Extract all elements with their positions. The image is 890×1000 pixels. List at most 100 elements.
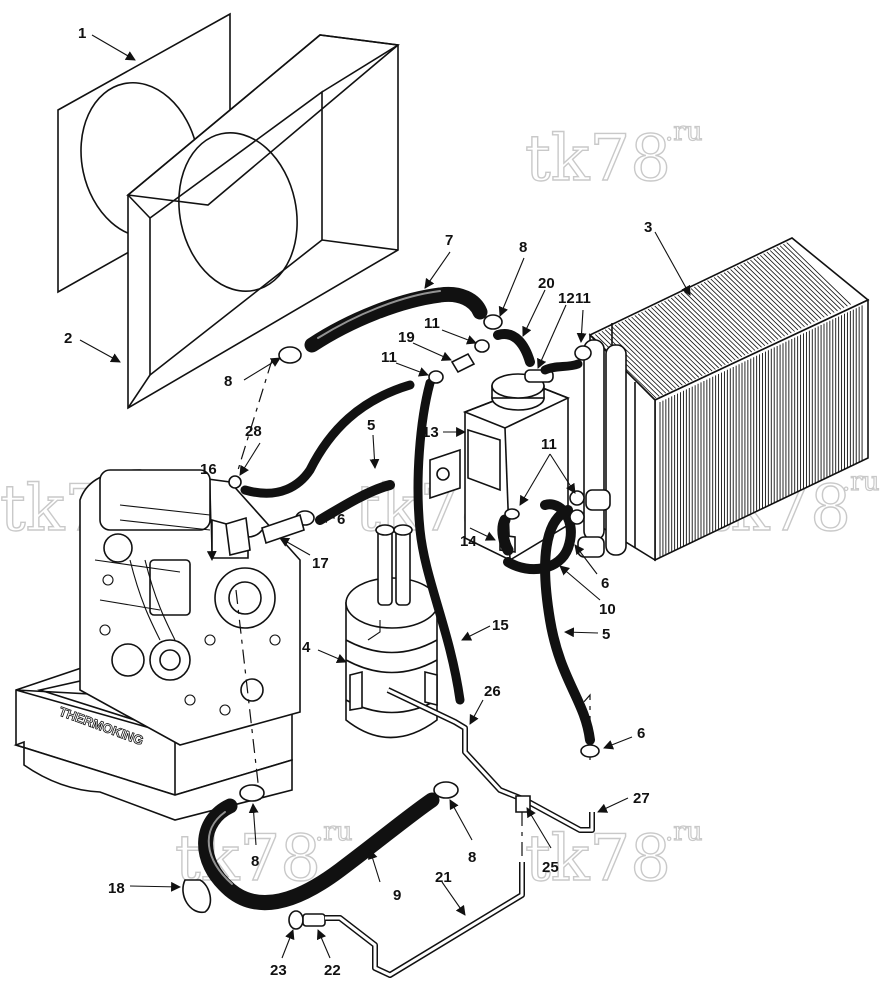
drain-22: [302, 913, 326, 927]
watermark-bottom-right: tk78 .ru: [524, 816, 703, 896]
watermark-top-right: tk78 .ru: [524, 116, 703, 196]
radiator-top-fin-line: [628, 318, 693, 381]
cap-18: [182, 879, 212, 913]
clamp-11-a: [474, 339, 490, 353]
radiator-top-fin-line: [760, 254, 825, 318]
callout-11-d: 11: [541, 436, 557, 453]
callout-4: 4: [302, 639, 311, 656]
radiator-top-fin-line: [634, 315, 700, 378]
radiator-top-fin-line: [694, 286, 759, 350]
clamp-11-d: [569, 490, 585, 506]
callout-labels: 1 2 3 4 5 5 6 6 6 7 8 8 8 8 9 10 11 11 1…: [64, 25, 652, 979]
fan-shroud: [126, 34, 400, 410]
callout-11-a: 11: [424, 315, 440, 332]
radiator-top-fin-line: [664, 300, 729, 364]
callout-26: 26: [484, 683, 501, 700]
watermark-suffix: .ru: [665, 117, 702, 147]
tube-21: [325, 862, 525, 978]
callout-17: 17: [312, 555, 329, 572]
callout-23: 23: [270, 962, 287, 979]
callout-16: 16: [200, 461, 217, 478]
radiator-top-fin-line: [661, 302, 726, 366]
callout-6-lower: 6: [637, 725, 645, 742]
callout-13: 13: [422, 424, 439, 441]
callout-9: 9: [393, 887, 401, 904]
radiator-top-fin-line: [723, 272, 789, 335]
callout-27: 27: [633, 790, 650, 807]
hoses: [198, 286, 595, 911]
clamp-14: [504, 508, 520, 520]
radiator-top-fin-line: [690, 288, 756, 351]
radiator-top-fin-line: [598, 332, 663, 396]
radiator-top-fin-line: [736, 266, 802, 329]
callout-10: 10: [599, 601, 616, 618]
callout-21: 21: [435, 869, 452, 886]
radiator-top-fin-line: [717, 275, 782, 339]
radiator-top-fin-line: [727, 270, 792, 334]
callout-28: 28: [245, 423, 262, 440]
hose-9: [198, 792, 440, 911]
watermark-text: tk78: [525, 822, 671, 896]
radiator-top-fin-line: [644, 310, 710, 373]
callout-5-upper: 5: [367, 417, 375, 434]
radiator-top-fin-line: [621, 321, 686, 385]
radiator-top-fin-line: [730, 269, 795, 332]
callout-8-left: 8: [224, 373, 232, 390]
watermark-suffix: .ru: [665, 817, 702, 847]
watermark-suffix: .ru: [842, 467, 879, 497]
clamp-6-b: [580, 744, 600, 758]
radiator-top-fin-line: [684, 291, 749, 354]
callout-15: 15: [492, 617, 509, 634]
callout-11-b: 11: [381, 349, 397, 366]
hose-5b: [540, 505, 595, 745]
hose-12-link: [540, 359, 583, 375]
clamp-11-b: [428, 370, 444, 384]
radiator-top-fin-line: [647, 308, 713, 372]
callout-18: 18: [108, 880, 125, 897]
radiator-top-fin-line: [604, 329, 670, 392]
radiator-top-fin-line: [674, 296, 739, 359]
radiator-top-fin-line: [776, 247, 842, 310]
radiator-top-fin-line: [720, 273, 785, 337]
callout-11-c: 11: [575, 290, 591, 307]
callout-20: 20: [538, 275, 555, 292]
watermark-text: tk78: [525, 122, 671, 196]
callout-25: 25: [542, 859, 559, 876]
radiator-top-fin-line: [746, 261, 812, 324]
radiator-top-fin-line: [631, 316, 696, 380]
radiator-top-fin-line: [680, 292, 746, 356]
radiator-top-fin-line: [713, 277, 779, 340]
radiator-top-fin-line: [779, 245, 845, 309]
callout-2: 2: [64, 330, 72, 347]
radiator-top-fin-line: [697, 285, 762, 348]
callout-12: 12: [558, 290, 575, 307]
radiator-top-fin-line: [670, 297, 736, 361]
radiator-top-fin-line: [651, 307, 716, 370]
radiator-top-fin-line: [677, 294, 743, 358]
clamps: [182, 314, 600, 930]
hose-20: [493, 329, 535, 367]
callout-8-top: 8: [519, 239, 527, 256]
callout-14: 14: [460, 533, 477, 550]
radiator: [577, 237, 870, 562]
radiator-top-fin-line: [657, 304, 723, 367]
clamp-8-upper: [483, 314, 503, 330]
radiator-fins: [591, 242, 863, 558]
callout-6-engine: 6: [337, 511, 345, 528]
fitting-19: [450, 352, 476, 374]
radiator-top-fin-line: [637, 313, 703, 377]
hose-5a: [315, 480, 395, 525]
callout-7: 7: [445, 232, 453, 249]
clamp-8-bottom-b: [433, 781, 459, 799]
radiator-top-fin-line: [654, 305, 719, 369]
radiator-top-fin-line: [753, 258, 818, 321]
radiator-top-fin-line: [608, 327, 673, 391]
radiator-top-fin-line: [611, 326, 677, 389]
clamp-8-bottom-a: [239, 784, 265, 802]
radiator-top-fin-line: [595, 334, 660, 397]
hose-7: [304, 286, 488, 353]
callout-5-right: 5: [602, 626, 610, 643]
radiator-top-fin-line: [710, 278, 776, 342]
radiator-top-fin-line: [740, 264, 805, 328]
